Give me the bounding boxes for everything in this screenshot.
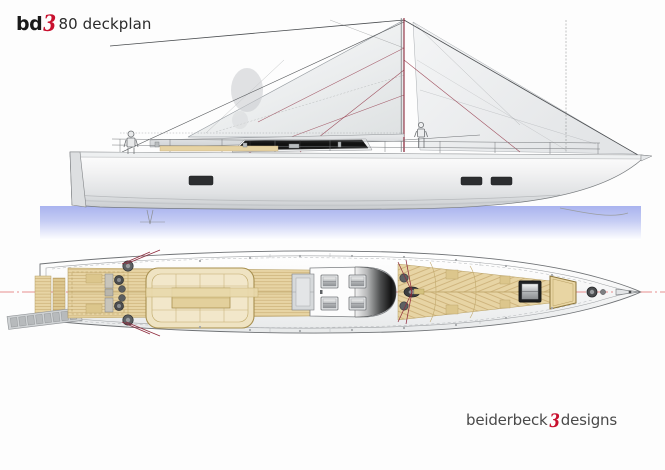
- mainsail: [187, 19, 405, 138]
- cockpit-teak-profile: [159, 145, 279, 152]
- mast-collar: [397, 259, 425, 325]
- hull-porthole-mid-1: [460, 176, 483, 186]
- davit-arms: [121, 249, 161, 337]
- helm-console-port: [104, 273, 126, 297]
- foredeck-hatch: [518, 280, 542, 303]
- coachroof-hatch-port-fwd: [320, 274, 339, 289]
- hull-profile: [69, 151, 653, 225]
- logo-bd-text: bd: [16, 13, 43, 35]
- deck-plan-view: [0, 249, 665, 337]
- deck-fittings-plan: [198, 254, 554, 333]
- primary-winches: [122, 260, 134, 326]
- coachroof-hatch-stbd-aft: [348, 296, 367, 311]
- genoa-headsail: [412, 21, 637, 155]
- crew-figure-mast: [414, 122, 428, 148]
- cockpit-table-module: [145, 267, 259, 329]
- page-title: 80 deckplan: [58, 15, 152, 33]
- bow-anchor-fitting: [586, 286, 642, 298]
- crew-figure-scale: [123, 130, 139, 154]
- footer-brand-left: beiderbeck: [466, 411, 548, 429]
- water-surface: [40, 206, 641, 240]
- footer-brand-mark: 3: [548, 410, 560, 432]
- logo-three-mark: 3: [43, 11, 57, 37]
- footer-brand-right: designs: [560, 411, 617, 429]
- anchor-locker: [549, 275, 577, 310]
- helm-console-stbd: [104, 294, 126, 313]
- hull-porthole-mid-2: [490, 176, 513, 186]
- deck-edge-ticks: [269, 253, 481, 333]
- coachroof-hatch-port-aft: [320, 296, 339, 311]
- standing-rigging: [109, 18, 639, 156]
- boarding-ladder: [6, 307, 83, 330]
- deck-fittings-profile: [154, 141, 342, 149]
- footer-brand-logo: beiderbeck 3 designs: [466, 410, 617, 432]
- title-block-logo: bd 3 80 deckplan: [16, 8, 152, 37]
- coachroof: [291, 266, 397, 318]
- sail-profile-elevation: [40, 18, 653, 240]
- hull-porthole-aft: [188, 175, 214, 186]
- coachroof-hatch-stbd-fwd: [348, 274, 367, 289]
- coachroof-hatches: [320, 274, 367, 311]
